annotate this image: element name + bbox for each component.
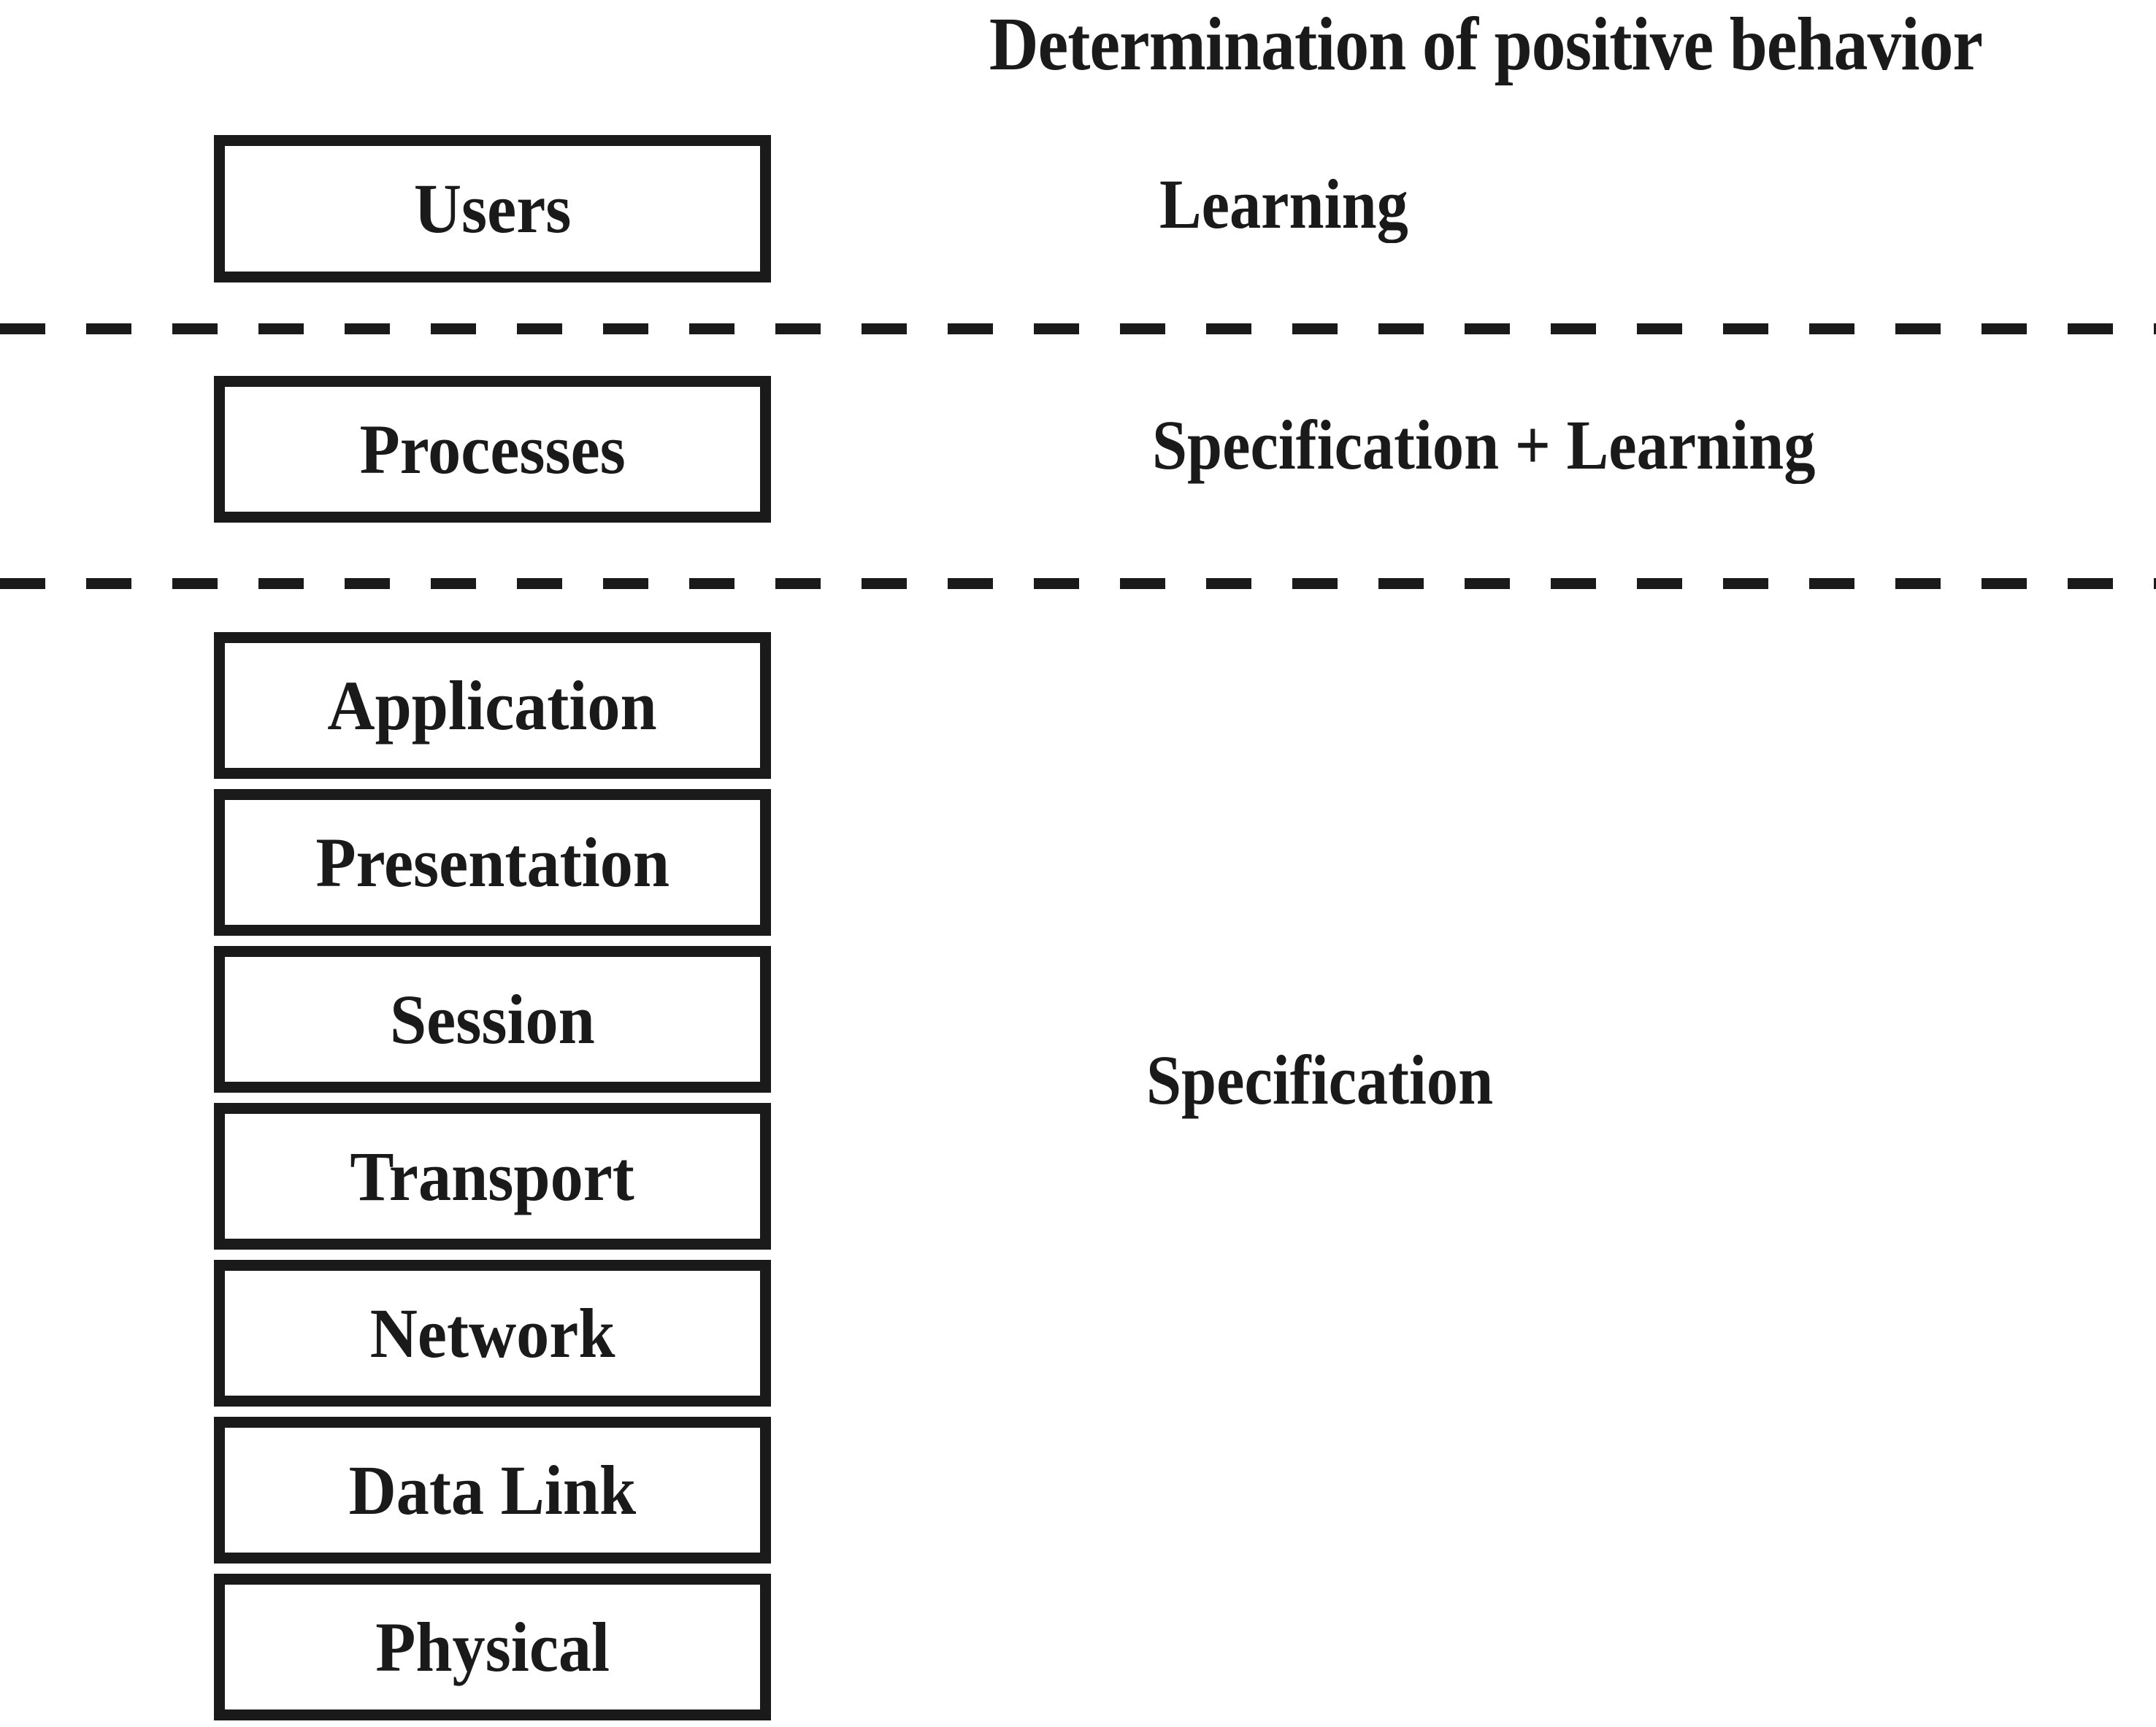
layer-label-presentation: Presentation [315, 823, 670, 901]
layer-label-network: Network [369, 1293, 615, 1372]
zone-label-specification-learning: Specification + Learning [1152, 406, 1816, 484]
separator-users-processes [0, 323, 2156, 334]
layer-box-users: Users [214, 135, 771, 282]
layer-box-presentation: Presentation [214, 789, 771, 936]
separator-processes-osi [0, 578, 2156, 589]
layer-label-application: Application [327, 666, 658, 745]
page-title: Determination of positive behavior [989, 2, 1983, 86]
layer-box-physical: Physical [214, 1574, 771, 1720]
layer-label-data-link: Data Link [348, 1450, 637, 1529]
layer-box-data-link: Data Link [214, 1417, 771, 1563]
layer-box-session: Session [214, 946, 771, 1093]
layer-label-session: Session [390, 980, 595, 1058]
layer-label-users: Users [413, 169, 572, 247]
layer-box-network: Network [214, 1260, 771, 1407]
layer-box-processes: Processes [214, 376, 771, 523]
layer-label-processes: Processes [359, 409, 626, 488]
zone-label-learning: Learning [1159, 165, 1408, 243]
layer-box-transport: Transport [214, 1103, 771, 1250]
layer-label-transport: Transport [350, 1136, 635, 1215]
layer-label-physical: Physical [375, 1607, 610, 1686]
zone-label-specification: Specification [1146, 1041, 1494, 1119]
layer-box-application: Application [214, 632, 771, 779]
